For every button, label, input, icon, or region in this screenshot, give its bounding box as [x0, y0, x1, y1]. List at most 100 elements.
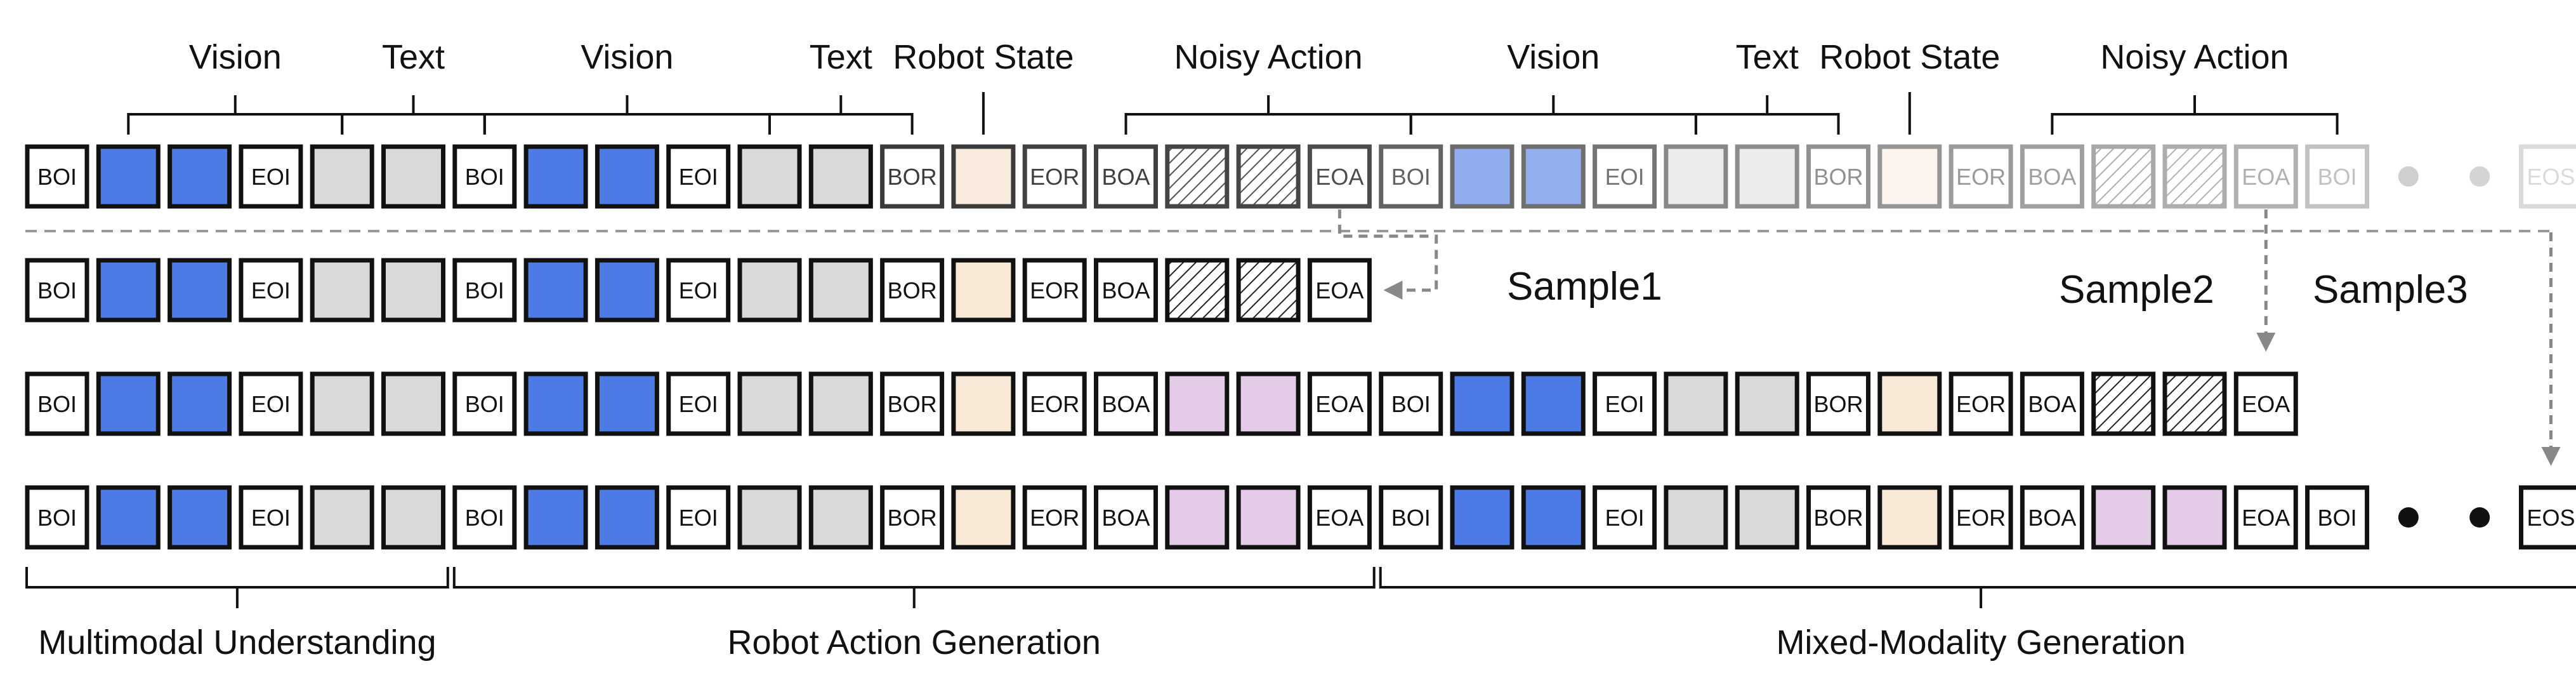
token-label: BOI [465, 391, 504, 417]
task-label-2: Mixed-Modality Generation [1379, 567, 2576, 662]
state-token [1877, 371, 1942, 436]
token-label: BOA [2028, 391, 2076, 417]
token-label: BOA [2028, 164, 2076, 190]
marker-token-eoi: EOI [239, 371, 303, 436]
marker-token-eor: EOR [1948, 371, 2013, 436]
state-token [951, 485, 1016, 550]
marker-token-eos: EOS [2519, 485, 2576, 550]
marker-token-eoa: EOA [2233, 144, 2298, 209]
marker-token-boi: BOI [1379, 485, 1443, 550]
vision-token [595, 371, 659, 436]
token-label: BOI [37, 505, 77, 531]
marker-token-bor: BOR [880, 371, 945, 436]
text-token [737, 258, 802, 323]
marker-token-eor: EOR [1022, 371, 1087, 436]
text-token [1735, 485, 1799, 550]
marker-token-boa: BOA [1094, 371, 1158, 436]
marker-token-boi: BOI [1379, 144, 1443, 209]
vision-token [1521, 371, 1586, 436]
marker-token-bor: BOR [1806, 371, 1870, 436]
token-label: EOA [2242, 505, 2290, 531]
modality-label-3: Text [768, 38, 914, 135]
state-token [951, 258, 1016, 323]
marker-token-boi: BOI [25, 144, 89, 209]
token-label: BOA [1101, 277, 1150, 303]
token-label: BOI [465, 164, 504, 190]
ellipsis-dot [2469, 507, 2490, 528]
modality-label-text: Noisy Action [2100, 38, 2289, 76]
marker-token-boa: BOA [1094, 485, 1158, 550]
action-token [1165, 371, 1230, 436]
marker-token-bor: BOR [880, 144, 945, 209]
token-label: BOR [888, 391, 937, 417]
noisy-action-token [1236, 144, 1301, 209]
vision-token [523, 144, 588, 209]
text-token [1664, 371, 1728, 436]
modality-label-text: Text [382, 38, 445, 76]
marker-token-eoi: EOI [239, 485, 303, 550]
action-token [2091, 485, 2156, 550]
action-token [1236, 371, 1301, 436]
marker-token-boa: BOA [2020, 371, 2084, 436]
text-token [381, 258, 445, 323]
text-token [381, 371, 445, 436]
marker-token-eoi: EOI [666, 258, 731, 323]
marker-token-eoa: EOA [2233, 485, 2298, 550]
marker-token-bor: BOR [1806, 485, 1870, 550]
modality-label-9: Noisy Action [2051, 38, 2339, 135]
marker-token-boi: BOI [452, 485, 517, 550]
text-token [310, 144, 374, 209]
text-token [310, 485, 374, 550]
sample-label-1: Sample1 [1507, 265, 1662, 309]
noisy-action-token [2162, 144, 2227, 209]
text-token [310, 258, 374, 323]
vision-token [96, 144, 161, 209]
sample-label-2: Sample2 [2059, 268, 2214, 312]
vision-token [523, 485, 588, 550]
marker-token-eor: EOR [1948, 144, 2013, 209]
marker-token-eoi: EOI [1593, 485, 1657, 550]
token-label: BOI [2318, 164, 2357, 190]
vision-token [1521, 144, 1586, 209]
marker-token-eoi: EOI [239, 258, 303, 323]
text-token [310, 371, 374, 436]
marker-token-bor: BOR [880, 485, 945, 550]
vision-token [1521, 485, 1586, 550]
ellipsis-dot [2398, 166, 2419, 187]
modality-label-8: Robot State [1819, 38, 2000, 135]
marker-token-boi: BOI [25, 485, 89, 550]
token-label: EOI [679, 391, 718, 417]
token-label: BOR [1813, 164, 1863, 190]
marker-token-eor: EOR [1022, 485, 1087, 550]
marker-token-eoi: EOI [1593, 144, 1657, 209]
text-token [1735, 371, 1799, 436]
token-label: EOR [1956, 391, 2006, 417]
marker-token-eoa: EOA [1307, 371, 1372, 436]
marker-token-eoi: EOI [666, 485, 731, 550]
ellipsis-dot [2469, 166, 2490, 187]
token-label: BOI [1391, 391, 1431, 417]
modality-label-1: Text [341, 38, 486, 135]
token-label: BOI [1391, 505, 1431, 531]
modality-label-text: Text [810, 38, 872, 76]
marker-token-eos: EOS [2519, 144, 2576, 209]
sample1-arrow [1337, 210, 1438, 300]
token-label: BOI [465, 277, 504, 303]
text-token [381, 144, 445, 209]
task-label-text: Multimodal Understanding [38, 623, 436, 662]
marker-token-boi: BOI [2305, 485, 2370, 550]
token-label: BOA [1101, 164, 1150, 190]
vision-token [168, 144, 232, 209]
vision-token [96, 258, 161, 323]
marker-token-boi: BOI [2305, 144, 2370, 209]
text-token [808, 485, 873, 550]
vision-token [523, 371, 588, 436]
token-label: EOI [251, 505, 291, 531]
marker-token-eoi: EOI [1593, 371, 1657, 436]
text-token [808, 144, 873, 209]
